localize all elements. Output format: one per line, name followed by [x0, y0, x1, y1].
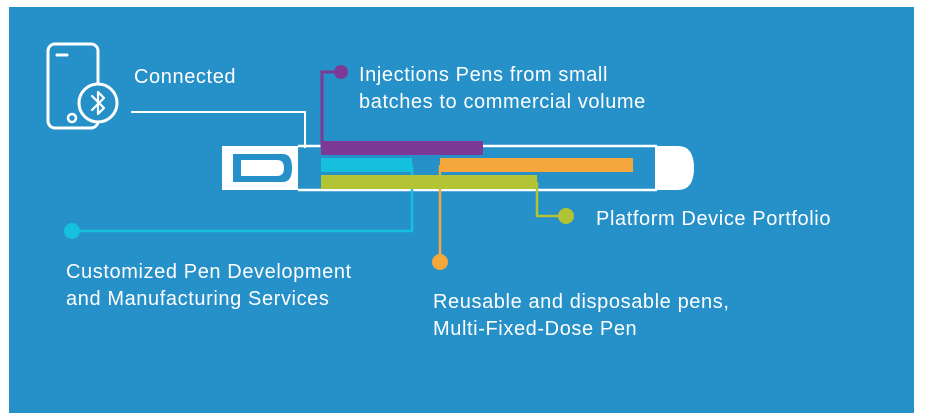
- platform-portfolio-indicator: [321, 175, 574, 224]
- injection-pens-label: Injections Pens from small batches to co…: [359, 62, 646, 116]
- customized-label: Customized Pen Development and Manufactu…: [66, 259, 352, 313]
- platform-text: Platform Device Portfolio: [596, 208, 832, 230]
- diagram-background: [9, 7, 914, 413]
- customized-line2: and Manufacturing Services: [66, 288, 330, 310]
- pen-body: [222, 144, 694, 192]
- connected-connector: [131, 111, 306, 148]
- reusable-line1: Reusable and disposable pens,: [433, 291, 730, 313]
- reusable-line2: Multi-Fixed-Dose Pen: [433, 318, 638, 340]
- connected-text: Connected: [134, 66, 237, 88]
- injection-pens-line2: batches to commercial volume: [359, 91, 646, 113]
- customized-line1: Customized Pen Development: [66, 261, 352, 283]
- injection-pens-indicator: [320, 65, 483, 155]
- connected-label: Connected: [134, 64, 236, 91]
- bluetooth-icon: [77, 82, 119, 124]
- platform-label: Platform Device Portfolio: [596, 206, 831, 233]
- injection-pens-line1: Injections Pens from small: [359, 64, 609, 86]
- reusable-label: Reusable and disposable pens, Multi-Fixe…: [433, 289, 730, 343]
